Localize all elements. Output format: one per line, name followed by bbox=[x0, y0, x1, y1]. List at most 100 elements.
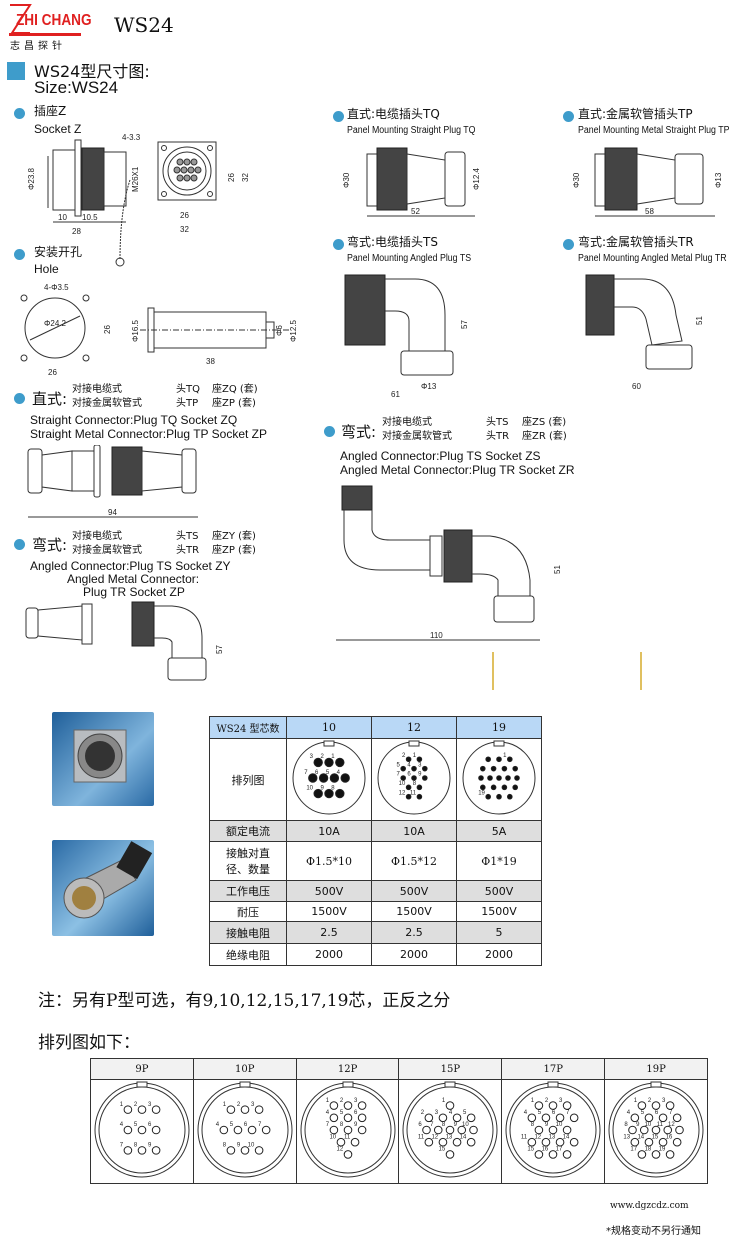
pin-label: 1 bbox=[413, 753, 417, 759]
pin-label: 1 bbox=[531, 1098, 535, 1104]
pin-label: 16 bbox=[542, 1147, 549, 1153]
pin-label: 15 bbox=[439, 1147, 446, 1153]
pin-15 bbox=[534, 1150, 544, 1159]
bullet-icon bbox=[333, 111, 344, 122]
angled-conn-left-en-3: Plug TR Socket ZP bbox=[83, 585, 185, 599]
pin-16 bbox=[548, 1150, 558, 1159]
brand-logo: ZHI CHANG 志昌探针 bbox=[6, 3, 92, 52]
pin-label: 6 bbox=[354, 1110, 358, 1116]
row-plug: 头TQ bbox=[176, 384, 200, 395]
pin-5 bbox=[644, 1113, 654, 1123]
pin-label: 17 bbox=[556, 1147, 563, 1153]
pin-11 bbox=[424, 1137, 434, 1147]
spec-value: 5A bbox=[456, 820, 542, 842]
pin-label: 6 bbox=[148, 1122, 152, 1128]
dim-w32: 32 bbox=[180, 225, 189, 234]
pin-label: 3 bbox=[251, 1102, 255, 1108]
straight-conn-head: 直式: bbox=[32, 390, 68, 408]
pin-label: 3 bbox=[662, 1098, 666, 1104]
pin-1 bbox=[313, 757, 323, 768]
pin-label: 18 bbox=[645, 1147, 652, 1153]
plug-tq-subtitle: Panel Mounting Straight Plug TQ bbox=[347, 125, 476, 136]
row-plug: 头TS bbox=[176, 531, 199, 542]
angled-conn-left-h: 57 bbox=[215, 645, 224, 654]
pin-15 bbox=[501, 784, 508, 791]
pin-5 bbox=[233, 1125, 242, 1135]
row-plug: 头TS bbox=[486, 417, 509, 428]
spec-row: 耐压 1500V 1500V 1500V bbox=[209, 901, 542, 922]
key-notch bbox=[444, 1081, 456, 1088]
row-type: 对接金属软管式 bbox=[72, 545, 142, 556]
spec-value: Φ1*19 bbox=[456, 841, 542, 881]
angled-conn-right-en-2: Angled Metal Connector:Plug TR Socket ZR bbox=[340, 463, 575, 477]
dim-28: 28 bbox=[72, 227, 81, 236]
pin-4 bbox=[308, 773, 318, 783]
angled-conn-left-en-1: Angled Connector:Plug TS Socket ZY bbox=[30, 559, 231, 573]
row-type: 对接金属软管式 bbox=[382, 431, 452, 442]
straight-conn-en-1: Straight Connector:Plug TQ Socket ZQ bbox=[30, 413, 238, 427]
hole-dia: Φ24.2 bbox=[44, 319, 67, 328]
pin-4 bbox=[527, 1113, 537, 1123]
pin-1 bbox=[534, 1101, 544, 1110]
pin-9 bbox=[324, 788, 334, 799]
spec-value: 5 bbox=[456, 921, 542, 944]
pin-3 bbox=[563, 1101, 572, 1110]
pin-label: 4 bbox=[627, 1110, 631, 1116]
pin-14 bbox=[467, 1137, 476, 1147]
pin-3 bbox=[665, 1101, 675, 1110]
connector-outline bbox=[197, 1082, 293, 1178]
row-socket: 座ZP (套) bbox=[212, 398, 256, 409]
pin-17 bbox=[637, 1150, 647, 1159]
pin-2 bbox=[343, 1101, 352, 1110]
row-plug: 头TP bbox=[176, 398, 199, 409]
pin-label: 4 bbox=[215, 1122, 219, 1128]
spec-value: 2.5 bbox=[286, 921, 372, 944]
pin-label: 4 bbox=[524, 1110, 528, 1116]
hole-d165: Φ16.5 bbox=[131, 319, 140, 342]
pin-label: 19 bbox=[659, 1147, 666, 1153]
pin-2 bbox=[137, 1105, 147, 1114]
row-socket: 座ZR (套) bbox=[522, 431, 567, 442]
pin-10 bbox=[651, 1125, 661, 1135]
divider-line bbox=[640, 652, 642, 690]
pin-label: 12 bbox=[668, 1122, 675, 1128]
pin-2 bbox=[240, 1105, 250, 1114]
angled-conn-left-en-2: Angled Metal Connector: bbox=[67, 572, 200, 586]
pin-7 bbox=[570, 1113, 579, 1123]
pin-label: 14 bbox=[638, 1134, 645, 1140]
dim-10-5: 10.5 bbox=[82, 213, 98, 222]
pin-4 bbox=[329, 1113, 338, 1123]
pin-1 bbox=[485, 756, 492, 763]
pin-label: 12 bbox=[432, 1134, 439, 1140]
pin-4 bbox=[219, 1125, 228, 1135]
pin-12 bbox=[675, 1125, 684, 1135]
pin-9 bbox=[548, 1125, 558, 1135]
pin-label: 4 bbox=[337, 770, 341, 776]
model-title: WS24 bbox=[114, 13, 174, 37]
socket-z-subtitle: Socket Z bbox=[34, 122, 82, 136]
pin-label: 2 bbox=[545, 1098, 549, 1104]
spec-value: 1500V bbox=[371, 901, 457, 922]
key-notch bbox=[493, 740, 505, 747]
spec-value: 2.5 bbox=[371, 921, 457, 944]
straight-conn-drawing: 94 bbox=[27, 445, 198, 518]
pin-label: 10 bbox=[462, 1122, 469, 1128]
pin-6 bbox=[658, 1113, 668, 1123]
pin-label: 8 bbox=[531, 1122, 535, 1128]
pin-5 bbox=[343, 1113, 352, 1123]
pin-5 bbox=[490, 765, 497, 772]
pin-13 bbox=[480, 784, 486, 791]
pin-label: 9 bbox=[354, 1122, 358, 1128]
pin-label: 12 bbox=[399, 790, 406, 796]
pin-label: 4 bbox=[449, 1110, 453, 1116]
pin-10 bbox=[469, 1125, 479, 1135]
pin-label: 3 bbox=[418, 762, 422, 768]
pin-header-19p: 19P bbox=[604, 1058, 708, 1080]
